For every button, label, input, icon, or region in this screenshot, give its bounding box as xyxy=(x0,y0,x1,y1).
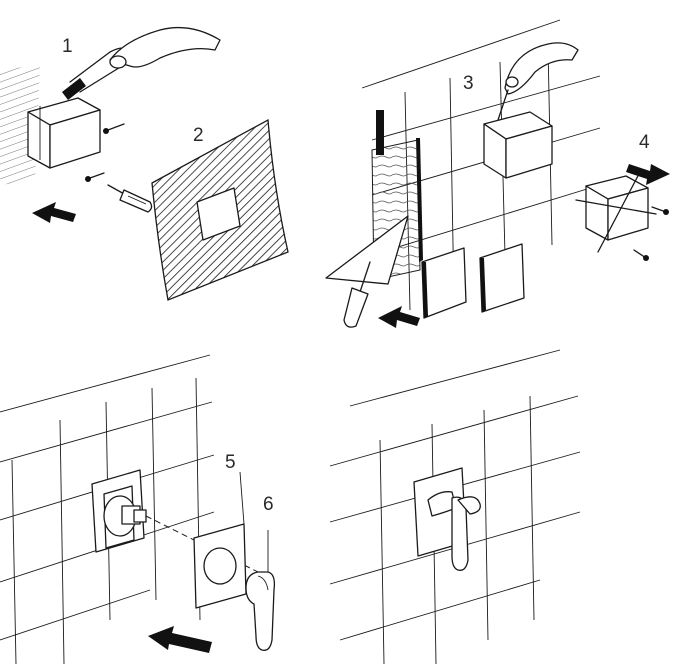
valve-body xyxy=(91,469,147,553)
arrow-left-icon xyxy=(378,306,420,328)
screw-icon xyxy=(651,206,669,215)
loose-tile xyxy=(479,243,525,313)
step-label-6: 6 xyxy=(263,494,274,515)
step-label-4: 4 xyxy=(639,132,650,153)
rough-in-box xyxy=(27,97,101,169)
panel-step-3-4: 3 4 xyxy=(325,19,670,328)
panel-step-5-6: 5 6 xyxy=(0,354,276,664)
arrow-left-icon xyxy=(148,626,212,653)
removed-box xyxy=(575,171,657,253)
screw-icon xyxy=(633,249,649,261)
panel-final xyxy=(329,349,581,664)
lever-handle xyxy=(245,530,276,651)
step-label-1: 1 xyxy=(62,36,73,57)
panel-step-1-2: 1 2 xyxy=(0,26,289,301)
step-label-3: 3 xyxy=(463,73,474,94)
arrow-left-icon xyxy=(32,202,76,223)
loose-tile xyxy=(421,247,467,319)
screwdriver-icon xyxy=(107,184,153,213)
step-label-2: 2 xyxy=(193,125,204,146)
hand-brush-icon xyxy=(62,26,221,100)
arrow-right-icon xyxy=(626,164,670,185)
step-label-5: 5 xyxy=(225,452,236,473)
trowel-icon xyxy=(325,215,409,328)
cover-plate xyxy=(193,471,247,609)
screw-icon xyxy=(103,123,125,134)
installed-mixer xyxy=(413,467,481,571)
hand-pen-icon xyxy=(497,42,579,121)
template-plate xyxy=(151,118,289,301)
rough-in-box-installed xyxy=(483,111,553,179)
screw-icon xyxy=(85,172,105,182)
